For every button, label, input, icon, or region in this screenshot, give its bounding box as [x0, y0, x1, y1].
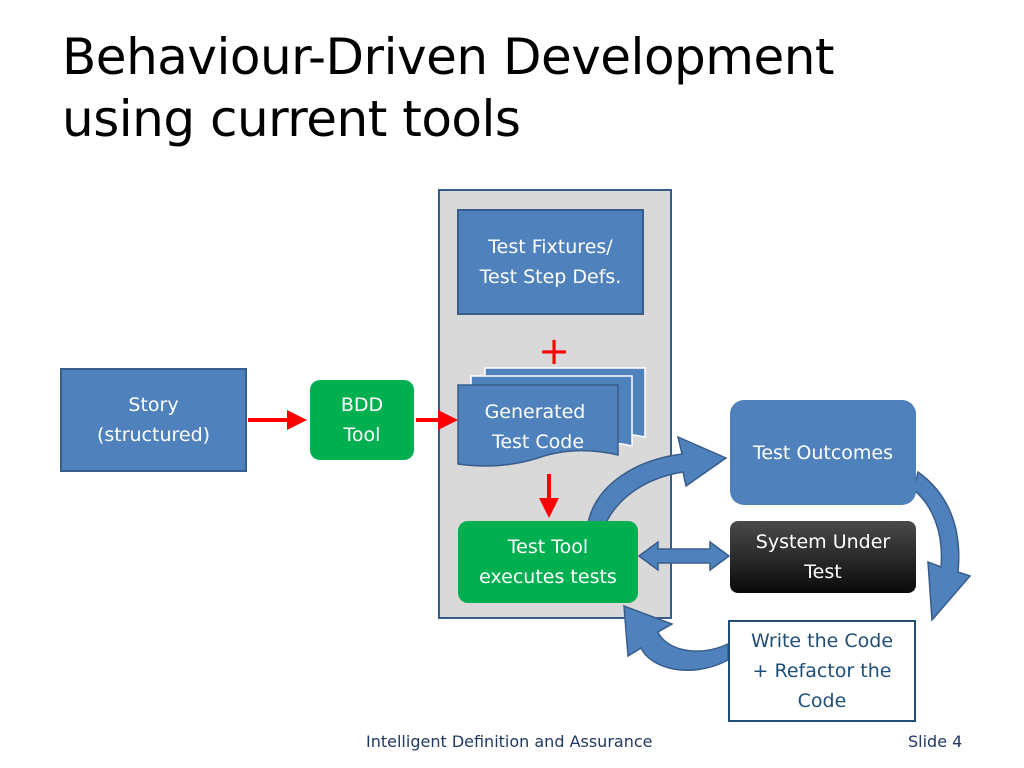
plus-sign: + — [538, 329, 570, 373]
system-under-test-box: System Under Test — [730, 521, 916, 593]
sut-line-1: System Under — [755, 531, 891, 553]
test-tool-line-2: executes tests — [479, 566, 617, 588]
title-line-1: Behaviour-Driven Development — [62, 28, 835, 86]
bdd-tool-line-2: Tool — [343, 424, 381, 446]
arrow-write-code-to-test-tool — [623, 604, 729, 672]
arrow-outcomes-to-write-code — [913, 470, 972, 622]
test-tool-box: Test Tool executes tests — [458, 521, 638, 603]
slide-number: Slide 4 — [908, 732, 963, 751]
test-outcomes-label: Test Outcomes — [752, 441, 894, 464]
write-code-line-2: + Refactor the — [752, 660, 892, 682]
title-line-2: using current tools — [62, 90, 521, 148]
generated-code-page-front — [457, 384, 619, 467]
arrow-test-tool-to-outcomes — [587, 435, 728, 524]
arrow-test-tool-sut-bidirectional — [637, 540, 731, 572]
story-line-2: (structured) — [96, 424, 211, 446]
slide-title: Behaviour-Driven Development using curre… — [62, 26, 962, 150]
generated-code-line-2: Test Code — [491, 431, 584, 453]
write-code-line-1: Write the Code — [750, 630, 894, 652]
bdd-tool-line-1: BDD — [340, 394, 384, 416]
test-fixtures-line-2: Test Step Defs. — [479, 266, 622, 288]
story-line-1: Story — [128, 394, 179, 416]
test-outcomes-box: Test Outcomes — [730, 400, 916, 505]
footer-center-text: Intelligent Definition and Assurance — [366, 732, 653, 751]
bdd-tool-box: BDD Tool — [310, 380, 414, 460]
test-tool-line-1: Test Tool — [507, 536, 589, 558]
story-box: Story (structured) — [60, 368, 247, 472]
generated-code-line-1: Generated — [485, 401, 586, 423]
sut-line-2: Test — [804, 561, 842, 583]
write-code-box: Write the Code + Refactor the Code — [728, 620, 916, 722]
test-fixtures-box: Test Fixtures/ Test Step Defs. — [457, 209, 644, 315]
generated-code-label: Generated Test Code — [485, 401, 592, 453]
test-fixtures-line-1: Test Fixtures/ — [488, 236, 613, 258]
write-code-line-3: Code — [797, 690, 847, 712]
